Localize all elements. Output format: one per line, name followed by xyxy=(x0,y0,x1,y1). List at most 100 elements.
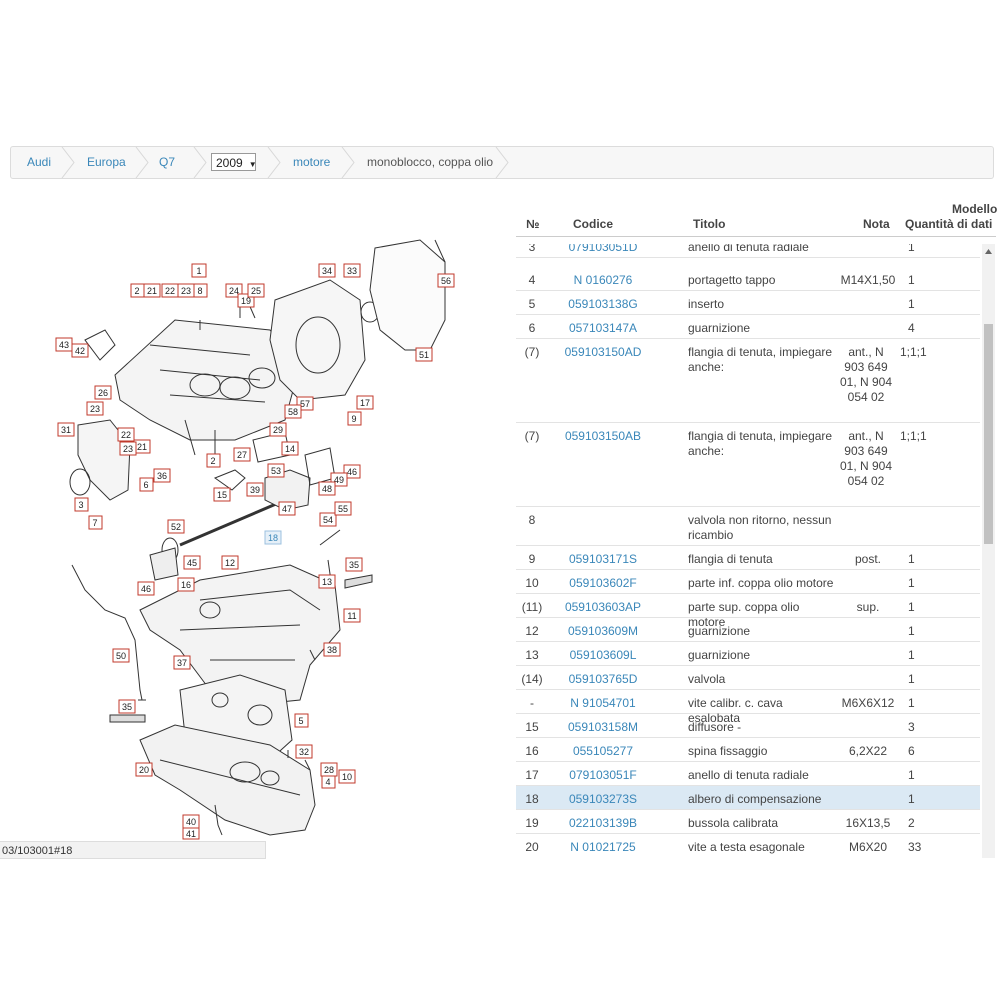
diagram-label: 33 xyxy=(347,266,357,276)
row-note: sup. xyxy=(856,600,880,614)
row-num: 8 xyxy=(528,513,536,527)
row-code-link[interactable]: 059103765D xyxy=(568,672,638,686)
row-note: post. xyxy=(854,552,881,566)
row-code-link[interactable]: 059103138G xyxy=(568,297,638,311)
diagram-label: 46 xyxy=(141,584,151,594)
row-code-link[interactable]: 059103602F xyxy=(569,576,637,590)
breadcrumb-separator-icon xyxy=(495,147,509,178)
row-code-link[interactable]: 022103139B xyxy=(568,816,638,830)
row-qty: 1 xyxy=(908,792,915,806)
diagram-label: 34 xyxy=(322,266,332,276)
row-num: 12 xyxy=(525,624,539,638)
breadcrumb-audi[interactable]: Audi xyxy=(27,155,52,169)
row-title: parte sup. coppa olio motore xyxy=(688,600,800,629)
breadcrumb-separator-icon xyxy=(341,147,355,178)
diagram-label: 50 xyxy=(116,651,126,661)
diagram-label: 38 xyxy=(327,645,337,655)
breadcrumb-separator-icon xyxy=(267,147,281,178)
diagram-label: 31 xyxy=(61,425,71,435)
table-scrollbar[interactable] xyxy=(982,244,995,858)
diagram-label-selected[interactable]: 18 xyxy=(264,530,282,545)
row-code-link[interactable]: 059103150AD xyxy=(564,345,642,359)
row-num: 20 xyxy=(525,840,539,854)
row-code-link[interactable]: 059103150AB xyxy=(564,429,642,443)
diagram-label: 15 xyxy=(217,490,227,500)
breadcrumb-motore[interactable]: motore xyxy=(293,155,331,169)
diagram-label: 23 xyxy=(181,286,191,296)
row-code-link[interactable]: 059103273S xyxy=(568,792,638,806)
row-num: 10 xyxy=(525,576,539,590)
diagram-label: 10 xyxy=(342,772,352,782)
diagram-label: 58 xyxy=(288,407,298,417)
row-num: 3 xyxy=(528,244,536,254)
diagram-label: 45 xyxy=(187,558,197,568)
row-qty: 1 xyxy=(908,244,915,254)
diagram-label: 43 xyxy=(59,340,69,350)
scroll-up-arrow-icon[interactable] xyxy=(982,244,995,258)
breadcrumb-separator-icon xyxy=(61,147,75,178)
row-code-link[interactable]: 059103609L xyxy=(569,648,637,662)
scrollbar-thumb[interactable] xyxy=(984,324,993,544)
diagram-labels: 1 2 21 22 23 8 24 19 25 34 33 56 43 42 5… xyxy=(55,263,455,840)
breadcrumb-separator-icon xyxy=(193,147,207,178)
row-code-link[interactable]: N 01021725 xyxy=(570,840,636,854)
row-code-link[interactable]: 059103609M xyxy=(567,624,639,638)
row-code-link[interactable]: 079103051D xyxy=(568,244,638,254)
diagram-label: 2 xyxy=(210,456,215,466)
table-row[interactable]: (11) 059103603AP parte sup. coppa olio mot… xyxy=(516,594,980,629)
row-title: anello di tenuta radiale xyxy=(688,768,809,782)
diagram-label: 22 xyxy=(165,286,175,296)
breadcrumb-q7[interactable]: Q7 xyxy=(159,155,176,169)
row-title: diffusore - xyxy=(688,720,742,734)
row-num: (11) xyxy=(521,600,543,614)
breadcrumb-europa[interactable]: Europa xyxy=(87,155,126,169)
diagram-label: 22 xyxy=(121,430,131,440)
row-code-link[interactable]: 057103147A xyxy=(568,321,638,335)
row-code-link[interactable]: 079103051F xyxy=(569,768,637,782)
diagram-label: 28 xyxy=(324,765,334,775)
row-code-link[interactable]: 059103603AP xyxy=(564,600,642,614)
header-qty-line1: Modello xyxy=(952,202,998,216)
row-code-link[interactable]: 059103158M xyxy=(567,720,639,734)
year-select[interactable]: 2009▼ xyxy=(211,153,257,171)
diagram-label: 13 xyxy=(322,577,332,587)
diagram-label: 27 xyxy=(237,450,247,460)
row-title: valvola xyxy=(688,672,726,686)
header-qty-line2: Quantità di dati xyxy=(905,217,993,231)
row-code-link[interactable]: N 91054701 xyxy=(570,696,636,710)
parts-table-body: 3 079103051D anello di tenuta radiale 1 4 N … xyxy=(516,244,980,858)
header-title: Titolo xyxy=(693,217,726,231)
row-title: portagetto tappo xyxy=(688,273,776,287)
row-code-link[interactable]: 055105277 xyxy=(572,744,634,758)
row-num: 13 xyxy=(525,648,539,662)
row-note: M6X20 xyxy=(848,840,888,854)
row-num: - xyxy=(530,696,534,710)
row-qty: 4 xyxy=(908,321,915,335)
diagram-label: 1 xyxy=(196,266,201,276)
diagram-label: 57 xyxy=(300,399,310,409)
row-code-link[interactable]: 059103171S xyxy=(568,552,638,566)
diagram-label: 56 xyxy=(441,276,451,286)
parts-diagram[interactable]: 1 2 21 22 23 8 24 19 25 34 33 56 43 42 5… xyxy=(0,232,500,842)
diagram-label: 24 xyxy=(229,286,239,296)
row-code-link[interactable]: N 0160276 xyxy=(573,273,633,287)
